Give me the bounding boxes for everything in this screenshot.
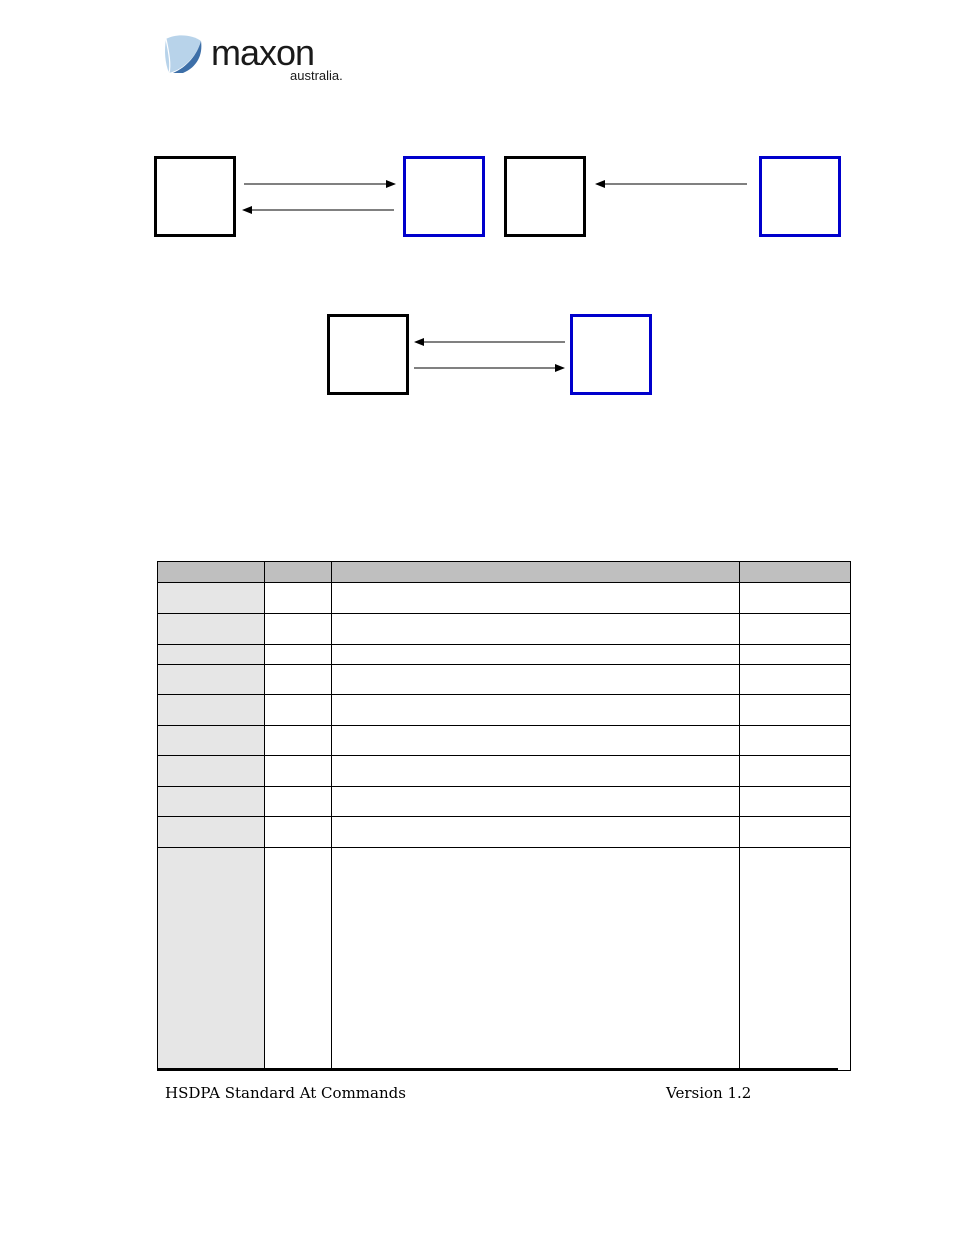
table-cell [331,694,740,726]
table-cell [264,755,332,787]
logo-sub: australia. [290,68,343,83]
table-row [157,664,851,695]
table-row [157,725,851,756]
table-row [157,613,851,645]
table-cell [739,725,851,756]
table-row [157,755,851,787]
table-cell [331,582,740,614]
table-cell [157,725,265,756]
table-cell [739,847,851,1071]
table-cell [264,725,332,756]
table-cell [157,816,265,848]
table-cell [157,755,265,787]
table-row [157,644,851,665]
diagram-box-4 [759,156,841,237]
table-cell [739,644,851,665]
table-cell [157,694,265,726]
logo-brand: maxon [211,33,314,73]
table-cell [264,786,332,817]
table-cell [264,816,332,848]
table-cell [739,664,851,695]
table-cell [331,755,740,787]
table-cell [264,694,332,726]
table-cell [739,786,851,817]
table-cell [331,613,740,645]
diagram-box-2 [403,156,485,237]
table-header-cell [331,561,740,583]
leaf-icon [165,35,202,74]
footer-rule [157,1068,838,1071]
maxon-logo: maxon australia. [163,33,363,85]
table-cell [331,664,740,695]
table-cell [331,725,740,756]
table-header-row [157,561,851,583]
table-cell [264,664,332,695]
table-cell [739,613,851,645]
table-cell [264,582,332,614]
table-cell [739,816,851,848]
table-cell [739,694,851,726]
table-cell [157,644,265,665]
diagram-box-1 [154,156,236,237]
table-cell [264,644,332,665]
table-cell [331,816,740,848]
table-cell [157,664,265,695]
table-row [157,786,851,817]
table-cell [331,786,740,817]
table-cell [739,755,851,787]
table-cell [739,582,851,614]
diagram-arrows [242,180,747,372]
footer-document-title: HSDPA Standard At Commands [165,1084,406,1102]
diagram-box-5 [327,314,409,395]
table-cell [157,847,265,1071]
table-cell [157,613,265,645]
table-header-cell [157,561,265,583]
table-row [157,582,851,614]
table-cell [157,582,265,614]
table-row [157,694,851,726]
table-header-cell [264,561,332,583]
diagram-box-3 [504,156,586,237]
table-cell [264,847,332,1071]
table-cell [264,613,332,645]
diagram-box-6 [570,314,652,395]
table-cell [331,847,740,1071]
table-row [157,816,851,848]
table-row [157,847,851,1071]
footer-version: Version 1.2 [666,1084,752,1102]
table-cell [157,786,265,817]
command-table [157,561,851,1071]
table-cell [331,644,740,665]
table-header-cell [739,561,851,583]
